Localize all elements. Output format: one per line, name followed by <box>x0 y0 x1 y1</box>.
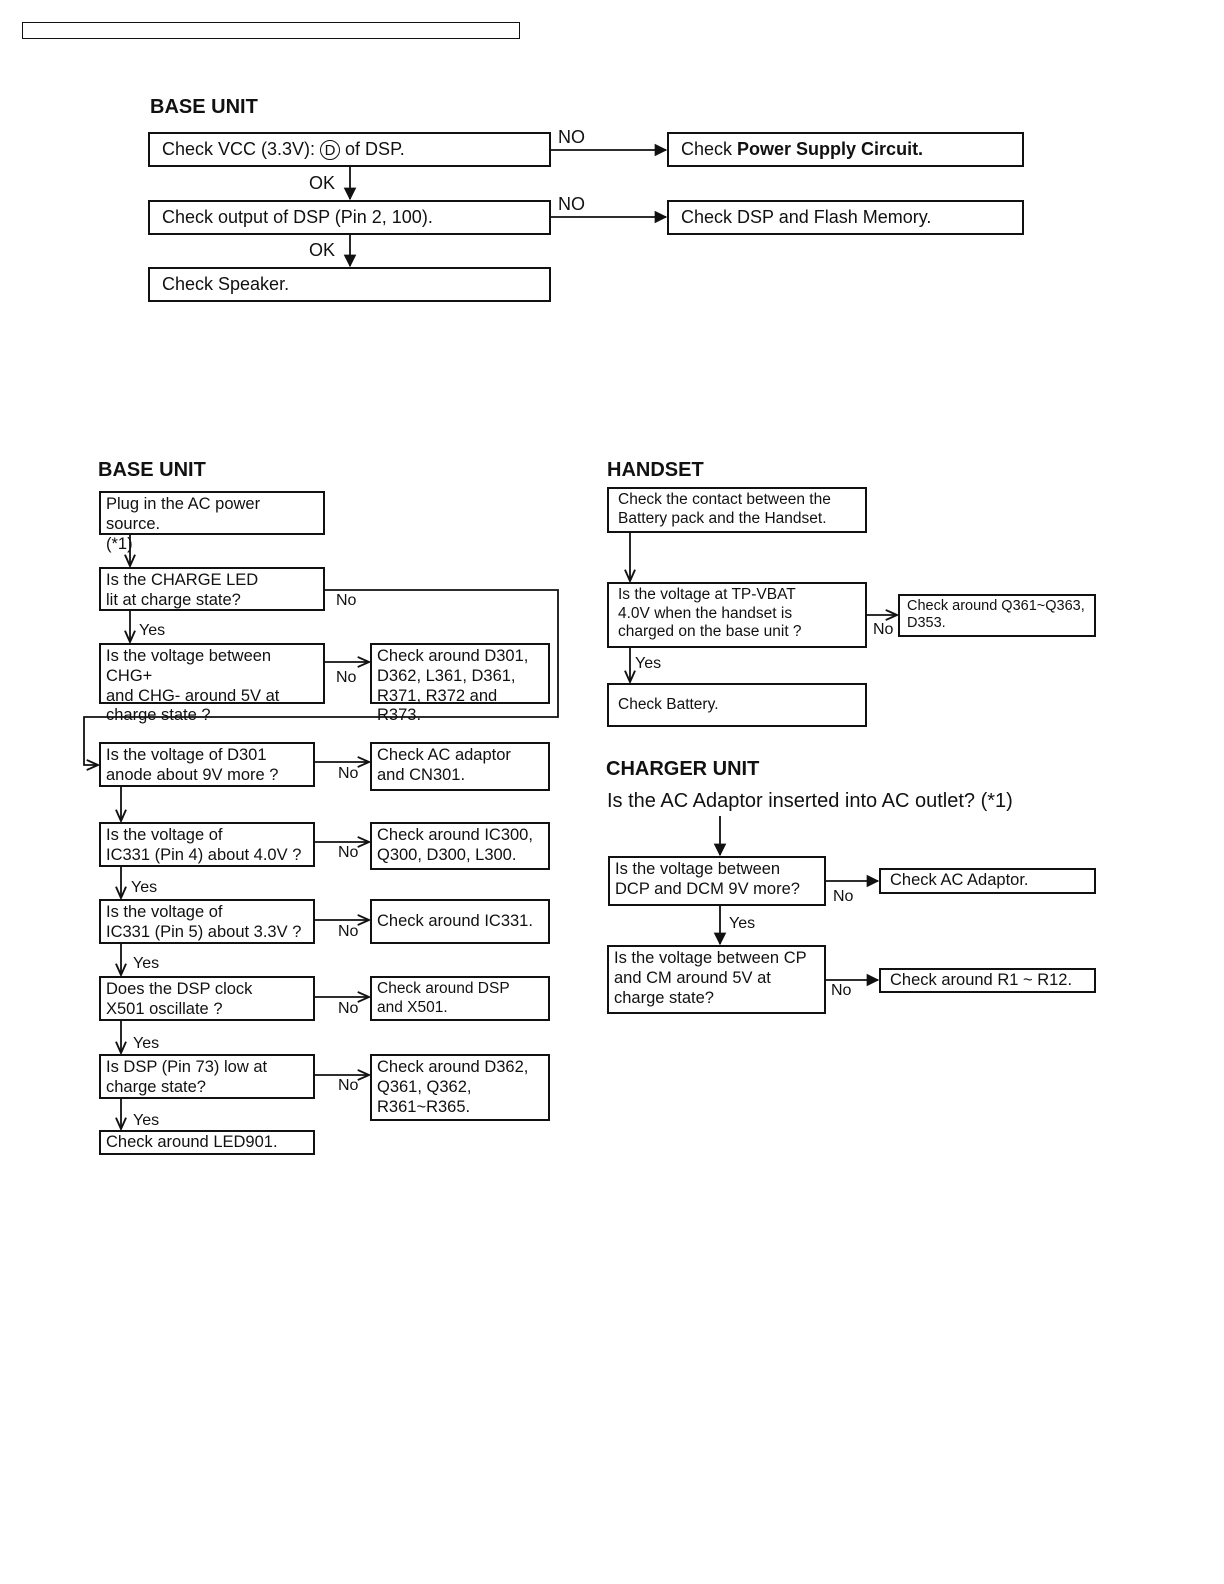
check-r1-r12-box: Check around R1 ~ R12. <box>879 968 1096 993</box>
check-dsp-x501-box: Check around DSP and X501. <box>370 976 550 1021</box>
yes-label-ic331-pin5: Yes <box>133 955 160 972</box>
check-ic300-box: Check around IC300, Q300, D300, L300. <box>370 822 550 870</box>
dcp-voltage-box: Is the voltage between DCP and DCM 9V mo… <box>608 856 826 906</box>
no-label-dsp-clock: No <box>338 1000 359 1017</box>
vcc-prefix: Check VCC (3.3V): <box>162 138 321 159</box>
connector-led-no-loop <box>83 589 559 765</box>
d-terminal-symbol: D <box>320 139 341 160</box>
d301-anode-box: Is the voltage of D301 anode about 9V mo… <box>99 742 315 787</box>
check-d362-box: Check around D362, Q361, Q362, R361~R365… <box>370 1054 550 1121</box>
check-ic331-box: Check around IC331. <box>370 899 550 944</box>
section2-heading: BASE UNIT <box>98 459 206 481</box>
yes-label-charge-led: Yes <box>139 622 166 639</box>
no-label-chg-voltage: No <box>336 669 357 686</box>
check-speaker-box: Check Speaker. <box>148 267 551 302</box>
no-label-ic331-pin4: No <box>338 844 359 861</box>
charger-heading: CHARGER UNIT <box>606 758 760 780</box>
no-label-vbat: No <box>873 621 894 638</box>
page-header-bar <box>22 22 520 39</box>
check-ac-adaptor-charger-box: Check AC Adaptor. <box>879 868 1096 894</box>
psu-prefix: Check <box>681 138 738 159</box>
yes-label-dcp: Yes <box>729 915 756 932</box>
vbat-voltage-box: Is the voltage at TP-VBAT 4.0V when the … <box>607 582 867 648</box>
no-label-charge-led: No <box>336 592 357 609</box>
check-battery-box: Check Battery. <box>607 683 867 727</box>
check-vcc-box: Check VCC (3.3V): D of DSP. <box>148 132 551 167</box>
ac-outlet-question: Is the AC Adaptor inserted into AC outle… <box>607 790 1013 812</box>
check-dsp-output-box: Check output of DSP (Pin 2, 100). <box>148 200 551 235</box>
cp-voltage-box: Is the voltage between CP and CM around … <box>607 945 826 1014</box>
no-label-d301-anode: No <box>338 765 359 782</box>
ic331-pin5-box: Is the voltage of IC331 (Pin 5) about 3.… <box>99 899 315 944</box>
dsp-clock-box: Does the DSP clock X501 oscillate ? <box>99 976 315 1021</box>
ic331-pin4-box: Is the voltage of IC331 (Pin 4) about 4.… <box>99 822 315 867</box>
no-label-cp: No <box>831 982 852 999</box>
no-label-dcp: No <box>833 888 854 905</box>
no-label-vcc: NO <box>558 127 585 147</box>
handset-heading: HANDSET <box>607 459 704 481</box>
ok-label-output: OK <box>309 240 336 260</box>
yes-label-dsp-pin73: Yes <box>133 1112 160 1129</box>
ok-label-vcc: OK <box>309 173 336 193</box>
check-q361-box: Check around Q361~Q363, D353. <box>898 594 1096 637</box>
check-contact-box: Check the contact between the Battery pa… <box>607 487 867 533</box>
check-led901-box: Check around LED901. <box>99 1130 315 1155</box>
check-ac-adaptor-box: Check AC adaptor and CN301. <box>370 742 550 791</box>
plug-ac-box: Plug in the AC power source. (*1) <box>99 491 325 553</box>
check-power-supply-box: Check Power Supply Circuit. <box>667 132 1024 167</box>
chg-voltage-box: Is the voltage between CHG+ and CHG- aro… <box>99 643 325 724</box>
no-label-ic331-pin5: No <box>338 923 359 940</box>
no-label-output: NO <box>558 194 585 214</box>
no-label-dsp-pin73: No <box>338 1077 359 1094</box>
vcc-suffix: of DSP. <box>340 138 405 159</box>
check-dsp-flash-box: Check DSP and Flash Memory. <box>667 200 1024 235</box>
yes-label-dsp-clock: Yes <box>133 1035 160 1052</box>
yes-label-ic331-pin4: Yes <box>131 879 158 896</box>
yes-label-vbat: Yes <box>635 655 662 672</box>
check-d301-box: Check around D301, D362, L361, D361, R37… <box>370 643 550 724</box>
charge-led-box: Is the CHARGE LED lit at charge state? <box>99 567 325 611</box>
dsp-pin73-box: Is DSP (Pin 73) low at charge state? <box>99 1054 315 1099</box>
section1-heading: BASE UNIT <box>150 96 258 118</box>
psu-bold: Power Supply Circuit. <box>737 138 924 159</box>
